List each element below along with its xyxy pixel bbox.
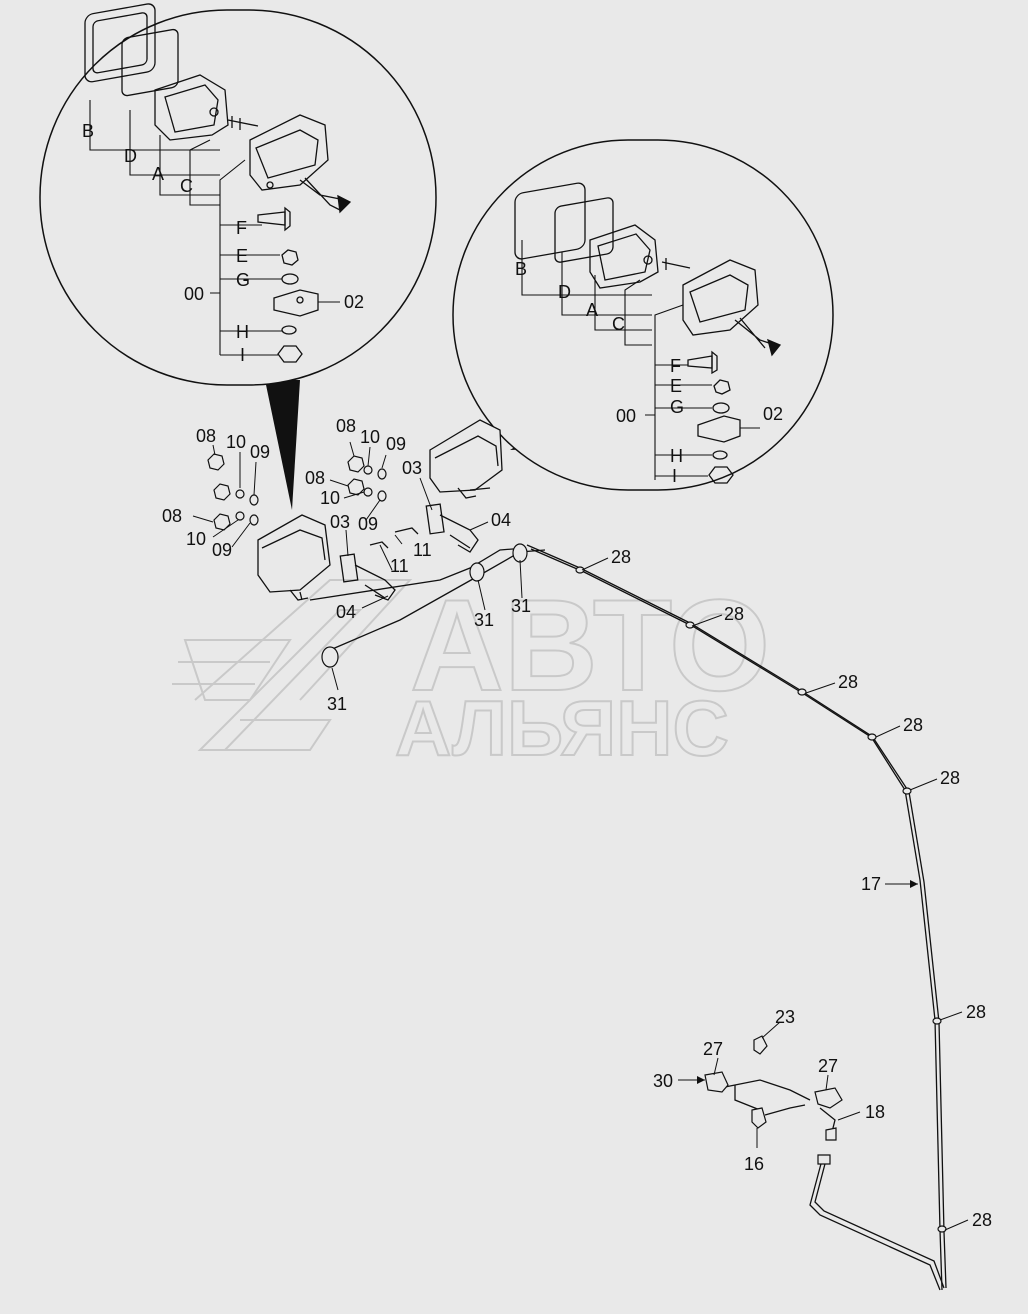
label-F-left: F (236, 218, 247, 238)
label-I-right: I (672, 466, 677, 486)
part-label-28: 28 (966, 1002, 986, 1022)
leader-lines-left (89, 100, 340, 356)
label-02-left: 02 (344, 292, 364, 312)
part-label-27: 27 (703, 1039, 723, 1059)
detail-bubble-right: B D A C F E G 00 02 H I (452, 139, 834, 491)
part-label-28: 28 (611, 547, 631, 567)
part-label-10: 10 (360, 427, 380, 447)
part-label-28: 28 (972, 1210, 992, 1230)
lamp-assembly-right (394, 419, 503, 553)
part-label-28: 28 (724, 604, 744, 624)
part-label-17: 17 (861, 874, 881, 894)
lamp-exploded-right (514, 182, 782, 484)
part-label-09: 09 (212, 540, 232, 560)
connectors (704, 1035, 843, 1165)
part-label-30: 30 (653, 1071, 673, 1091)
part-label-11: 11 (413, 540, 432, 560)
label-G-right: G (670, 397, 684, 417)
watermark-line2: АЛЬЯНС (395, 684, 729, 772)
part-label-08: 08 (196, 426, 216, 446)
label-00-left: 00 (184, 284, 204, 304)
bubble-left-pointer (265, 380, 300, 510)
label-A-left: A (152, 164, 164, 184)
lamp-exploded-left (84, 3, 352, 363)
part-label-11: 11 (390, 556, 409, 576)
part-label-31: 31 (474, 610, 494, 630)
part-label-31: 31 (327, 694, 347, 714)
label-C-left: C (180, 176, 193, 196)
lamp-assembly-left (257, 514, 396, 601)
label-02-right: 02 (763, 404, 783, 424)
label-D-right: D (558, 282, 571, 302)
label-E-right: E (670, 376, 682, 396)
label-D-left: D (124, 146, 137, 166)
part-label-03: 03 (402, 458, 422, 478)
label-00-right: 00 (616, 406, 636, 426)
watermark-logo (172, 579, 413, 751)
label-B-left: B (82, 121, 94, 141)
label-H-right: H (670, 446, 683, 466)
part-label-23: 23 (775, 1007, 795, 1027)
part-label-08: 08 (305, 468, 325, 488)
part-label-18: 18 (865, 1102, 885, 1122)
watermark: АВТО АЛЬЯНС (172, 571, 771, 773)
part-label-03: 03 (330, 512, 350, 532)
part-label-28: 28 (838, 672, 858, 692)
leader-lines-right (521, 240, 760, 480)
watermark-line1: АВТО (410, 572, 770, 718)
label-I-left: I (240, 345, 245, 365)
label-G-left: G (236, 270, 250, 290)
part-label-04: 04 (336, 602, 356, 622)
label-F-right: F (670, 356, 681, 376)
fasteners (207, 453, 387, 531)
part-label-28: 28 (940, 768, 960, 788)
part-label-10: 10 (320, 488, 340, 508)
part-label-09: 09 (358, 514, 378, 534)
detail-bubble-left: B D A C F E G 00 02 H I (39, 3, 437, 510)
part-label-28: 28 (903, 715, 923, 735)
part-label-10: 10 (226, 432, 246, 452)
label-H-left: H (236, 322, 249, 342)
part-label-08: 08 (336, 416, 356, 436)
part-label-27: 27 (818, 1056, 838, 1076)
bubble-left-outline (39, 9, 437, 386)
clamps (321, 543, 947, 1233)
part-label-08: 08 (162, 506, 182, 526)
part-labels: 08 10 09 08 10 09 08 10 09 08 10 09 03 0… (162, 416, 992, 1230)
part-leader-arrows (697, 880, 918, 1084)
label-C-right: C (612, 314, 625, 334)
part-label-09: 09 (250, 442, 270, 462)
label-E-left: E (236, 246, 248, 266)
label-B-right: B (515, 259, 527, 279)
part-label-16: 16 (744, 1154, 764, 1174)
part-label-09: 09 (386, 434, 406, 454)
part-label-04: 04 (491, 510, 511, 530)
part-label-31: 31 (511, 596, 531, 616)
part-label-10: 10 (186, 529, 206, 549)
label-A-right: A (586, 300, 598, 320)
